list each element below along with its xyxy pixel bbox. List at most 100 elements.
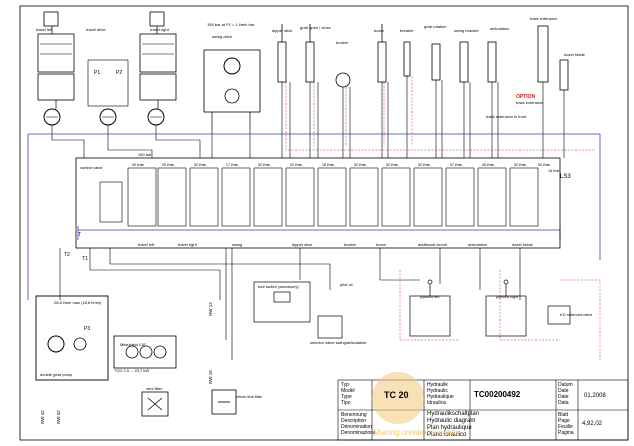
swing-drive-group <box>203 49 261 130</box>
section-articulation: articulation <box>468 242 487 247</box>
tb-pagina-label: Pagina <box>558 430 574 436</box>
watermark-text: Sharing creates success <box>372 428 460 437</box>
flow-rate-9: 30 l/min <box>386 163 398 167</box>
control-valve-label: control valve <box>80 165 103 170</box>
tb-page-value: 4,92,02 <box>582 421 603 427</box>
tb-doc-number: TC00200492 <box>474 390 521 399</box>
engine-block <box>113 335 177 369</box>
nw-12-label: NW 12 <box>208 302 213 316</box>
selector-valve-label: selector valve swing/articulation <box>310 340 366 345</box>
solenoid-valve-box <box>547 305 571 325</box>
articulation-top-label: articulation <box>490 26 509 31</box>
pilot-lines <box>285 76 596 151</box>
valve-sections <box>99 167 539 227</box>
engine-label: Mitsubishi L3E <box>120 342 146 347</box>
ls3-label: LS3 <box>560 174 571 180</box>
travel-right-label: travel right <box>150 27 170 32</box>
section-dozer-blade: dozer blade <box>512 242 534 247</box>
watermark-logo <box>372 372 424 424</box>
swing-bracket-label: swing bracket <box>454 28 479 33</box>
section-dipper-stick: dipper stick <box>292 242 312 247</box>
track-extension-sub-label: track extension <box>516 100 543 105</box>
cylinders-row <box>277 24 569 91</box>
flow-rate-13: 30 l/min <box>514 163 526 167</box>
flow-rate-6: 20 l/min <box>290 163 302 167</box>
tb-datum-label: Datum <box>558 382 573 388</box>
track-extension-label: track extension <box>530 16 557 21</box>
tb-date-value: 01,2008 <box>584 393 606 399</box>
section-swing: swing <box>232 242 242 247</box>
joystick-left-group <box>409 279 451 337</box>
return-filter-icon <box>211 389 237 415</box>
flow-rate-11: 37 l/min <box>450 163 462 167</box>
foot-switch-label: foot switch (accessory) <box>258 284 299 289</box>
solenoid-valve-label: KO solenoid valve <box>560 312 593 317</box>
section-boom: boom <box>376 242 387 247</box>
boom-top-label: boom <box>374 28 385 33</box>
tb-date-label-fr: Date <box>558 394 569 400</box>
title-block-grid <box>337 379 629 441</box>
section-travel-right: travel right <box>178 242 198 247</box>
section-bucket: bucket <box>344 242 357 247</box>
tb-model-label: Model <box>341 388 355 394</box>
grab-rotation-label: grab rotation <box>424 24 446 29</box>
nw-16-label: NW 16 <box>208 370 213 384</box>
tb-desc-it: Piano idraulico <box>427 432 467 438</box>
tb-desc-fr: Plan hydraulique <box>427 425 472 431</box>
tb-desc-de: Hydraulikschaltplan <box>427 411 480 417</box>
pump-icon-2 <box>73 337 87 351</box>
tb-data-label: Data <box>558 400 569 406</box>
control-valve-pressure: 160 bar <box>138 152 152 157</box>
flow-rate-7: 18 l/min <box>322 163 334 167</box>
port-t2: T2 <box>64 252 70 258</box>
tb-benennung-label: Benennung <box>341 412 367 418</box>
joystick-right-group <box>485 279 527 337</box>
grab-open-close-label: grab open / close <box>300 25 331 30</box>
flow-rate-14: 30 l/min <box>538 163 550 167</box>
tb-denomination-label: Dénomination <box>341 424 372 430</box>
vent-filter-label: vent filter <box>146 386 163 391</box>
section-additional-circuit: additional circuit <box>418 242 448 247</box>
travel-left-label: travel left <box>36 27 53 32</box>
joystick-right-label: joystick right <box>495 294 519 299</box>
swing-drive-label: swing drive <box>212 34 233 39</box>
foot-switch-box <box>253 281 311 323</box>
tb-hydraulik: Hydraulik <box>427 382 448 388</box>
flow-rate-4: 17 l/min <box>226 163 238 167</box>
lower-lines <box>59 248 521 360</box>
joystick-left-label: joystick left <box>419 294 440 299</box>
flow-rate-15: 18 l/min <box>548 169 560 173</box>
tb-hydraulique: Hydraulique <box>427 394 454 400</box>
track-extension-front-label: track extension in front <box>486 114 527 119</box>
engine-sub-label: TCD 2.9 ... 23,7 kW <box>114 368 149 373</box>
nw-42-label: NW 42 <box>40 410 45 424</box>
supply-lines <box>51 76 565 158</box>
p1-label: P1 <box>94 70 100 76</box>
tb-typ-label: Typ <box>341 382 350 388</box>
dipper-stick-top-label: dipper stick <box>272 28 292 33</box>
tank-label: 28,8 l/min max (18,8 l/min) <box>54 300 102 305</box>
travel-drive-label: travel drive <box>86 27 106 32</box>
pump-icon <box>47 335 65 353</box>
tb-feuille-label: Feuille <box>558 424 573 430</box>
return-filter-label: return line filter <box>236 394 263 399</box>
valve-bank-outline <box>75 157 561 249</box>
tb-tipo-label: Tipo <box>341 400 351 406</box>
drawing-frame <box>19 5 629 441</box>
tb-page-label: Page <box>558 418 570 424</box>
flow-rate-2: 25 l/min <box>162 163 174 167</box>
flow-rate-5: 30 l/min <box>258 163 270 167</box>
bucket-top-label: bucket <box>336 40 349 45</box>
section-travel-left: travel left <box>138 242 155 247</box>
tb-date-label-en: Date <box>558 388 569 394</box>
tb-denominazione-label: Denominazione <box>341 430 376 436</box>
flow-rate-3: 30 l/min <box>194 163 206 167</box>
pressure-note: 155 bar at P1 = 1 l/min bar <box>207 22 255 27</box>
dozer-blade-top-label: dozer blade <box>564 52 586 57</box>
pilot-oil-label: pilot oil <box>340 282 353 287</box>
option-label: OPTION <box>516 94 536 100</box>
hydraulic-pump-label: double gear pump <box>40 372 73 377</box>
breaker-label: breaker <box>400 28 414 33</box>
hydraulic-tank <box>35 295 109 381</box>
